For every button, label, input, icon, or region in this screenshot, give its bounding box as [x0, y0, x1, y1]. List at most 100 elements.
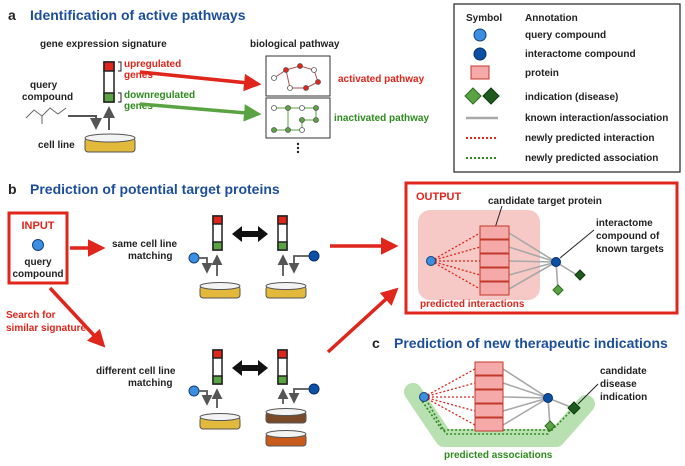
- search-label-1: Search for: [6, 310, 56, 321]
- predicted-interaction-line: [423, 396, 476, 412]
- legend-item-label: indication (disease): [525, 92, 618, 103]
- upregulated-label-1: upregulated: [124, 59, 181, 70]
- compare-double-arrow: [232, 226, 268, 242]
- legend-interactome-symbol: [473, 47, 487, 61]
- section-a: a Identification of active pathways gene…: [8, 7, 429, 154]
- protein-node: [479, 281, 510, 296]
- input-to-different-arrow: [48, 286, 106, 348]
- more-dot: [296, 150, 300, 154]
- protein-node: [474, 361, 504, 376]
- cell-dish-top: [199, 413, 241, 421]
- pathway-node: [271, 75, 277, 81]
- indication-light-node: [552, 284, 564, 296]
- up-bracket: [118, 61, 122, 72]
- protein-stack-c: [474, 361, 504, 432]
- upregulated-label-2: genes: [124, 70, 153, 81]
- predicted-interaction-lines-c: [423, 368, 476, 426]
- compound-to-dish-arrow: [68, 115, 102, 130]
- pathway-node: [311, 67, 317, 73]
- search-label-2: similar signature: [6, 323, 86, 334]
- known-interaction-line: [502, 382, 549, 399]
- signature-up-segment: [277, 215, 288, 225]
- interactome-compound-node: [543, 393, 553, 403]
- compound-to-dish-arrow: [199, 257, 213, 274]
- legend-protein-symbol: [470, 65, 490, 80]
- section-a-title: Identification of active pathways: [30, 7, 246, 23]
- pathway-node: [271, 127, 277, 133]
- interactome-compound-node: [551, 257, 561, 267]
- cell-dish-top: [265, 430, 307, 438]
- legend-symbol-header: Symbol: [466, 13, 502, 24]
- signature-down-segment: [212, 375, 223, 385]
- interactome-compound-icon: [308, 250, 320, 262]
- pathway-node: [285, 105, 291, 111]
- candidate-target-label: candidate target protein: [488, 196, 602, 207]
- predicted-interaction-line: [430, 260, 481, 276]
- down-bracket: [118, 92, 122, 103]
- more-dot: [296, 146, 300, 150]
- pathway-node: [299, 117, 305, 123]
- predicted-interactions-label: predicted interactions: [420, 299, 525, 310]
- query-compound-icon: [32, 239, 44, 251]
- section-b-letter: b: [8, 181, 17, 197]
- legend-annotation-header: Annotation: [525, 13, 578, 24]
- signature-down-segment: [103, 92, 115, 103]
- pathway-node: [299, 127, 305, 133]
- signature-up-segment: [277, 349, 288, 359]
- pathway-node: [299, 105, 305, 111]
- input-query-label-1: query: [24, 257, 52, 268]
- pathway-node: [297, 63, 303, 69]
- same-cell-label-1: same cell line: [112, 239, 177, 250]
- known-interaction-lines-c: [502, 368, 574, 427]
- candidate-label-3: indication: [600, 392, 647, 403]
- legend-item-label: protein: [525, 68, 559, 79]
- candidate-pointer-line: [494, 205, 503, 229]
- legend-indication-dark-symbol: [482, 87, 500, 105]
- section-a-letter: a: [8, 7, 16, 23]
- protein-node: [474, 403, 504, 418]
- pathway-node: [315, 79, 321, 85]
- pathway-node: [313, 117, 319, 123]
- query-compound-icon: [188, 252, 200, 264]
- predicted-association-line: [423, 395, 551, 435]
- protein-node: [479, 239, 510, 254]
- more-dot: [296, 142, 300, 146]
- signature-down-segment: [277, 241, 288, 251]
- interactome-label-3: known targets: [596, 244, 664, 255]
- indication-dark-node: [574, 269, 586, 281]
- cell-line-label: cell line: [38, 140, 75, 151]
- legend-item-label: interactome compound: [525, 49, 636, 60]
- section-c-letter: c: [372, 335, 380, 351]
- known-interaction-line: [502, 396, 549, 399]
- section-b-title: Prediction of potential target proteins: [30, 181, 280, 197]
- protein-node: [479, 267, 510, 282]
- interactome-label-1: interactome: [596, 218, 653, 229]
- cell-dish-a-top: [84, 133, 136, 143]
- pathway-node: [285, 127, 291, 133]
- known-interaction-line: [508, 246, 557, 263]
- predicted-interaction-line: [423, 396, 476, 426]
- legend-item-label: query compound: [525, 30, 606, 41]
- compound-to-dish-arrow: [199, 390, 213, 406]
- known-interaction-line: [508, 261, 557, 290]
- compare-double-arrow: [232, 360, 268, 376]
- inactivated-label: inactivated pathway: [334, 113, 429, 124]
- known-interaction-line: [502, 368, 549, 399]
- protein-stack: [479, 225, 510, 296]
- protein-node: [474, 417, 504, 432]
- output-label: OUTPUT: [416, 191, 462, 203]
- predicted-associations-label: predicted associations: [444, 450, 553, 461]
- query-compound-node: [426, 256, 436, 266]
- signature-up-segment: [103, 61, 115, 72]
- predicted-interaction-line: [423, 382, 476, 398]
- query-compound-node: [419, 392, 429, 402]
- molecule-icon: [25, 107, 67, 119]
- different-to-output-arrow: [326, 287, 399, 354]
- pathway-node: [287, 85, 293, 91]
- known-interaction-line: [508, 232, 557, 263]
- pathway-node: [283, 67, 289, 73]
- legend: Symbol Annotation query compound interac…: [453, 3, 681, 173]
- activated-arrow: [139, 70, 262, 92]
- interactome-label-2: compound of: [596, 231, 660, 242]
- input-query-label-2: compound: [12, 269, 63, 280]
